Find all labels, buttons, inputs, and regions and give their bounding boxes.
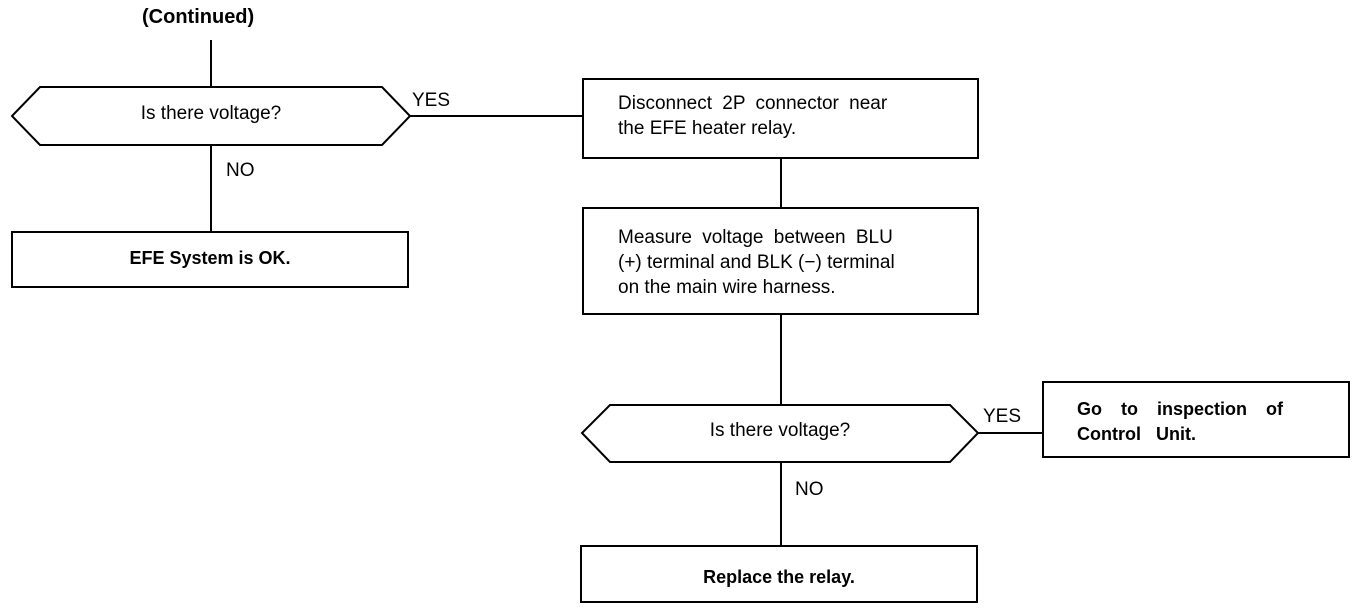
result-ok-box [11,231,409,288]
step-measure-line2: (+) terminal and BLK (−) terminal [618,252,895,273]
decision2-text: Is there voltage? [709,420,851,441]
decision1-shape [10,86,412,146]
step-disconnect-box [582,78,979,159]
result-replace-text: Replace the relay. [703,567,855,587]
step-measure-box [582,207,979,315]
continued-label: (Continued) [142,6,255,28]
step-disconnect-line2: the EFE heater relay. [618,118,797,139]
step-disconnect-text: Disconnect 2P connector near the EFE hea… [618,91,958,141]
step-disconnect-line1: Disconnect 2P connector near [618,93,888,114]
result-control-text: Go to inspection of Control Unit. [1077,397,1337,447]
result-control-line1: Go to inspection of [1077,399,1283,419]
decision1-text: Is there voltage? [140,103,282,124]
result-control-box [1042,381,1350,458]
step-measure-line1: Measure voltage between BLU [618,227,893,248]
result-control-line2: Control Unit. [1077,424,1196,444]
decision2-yes-label: YES [983,406,1022,427]
decision2-shape [580,404,980,463]
step-measure-line3: on the main wire harness. [618,277,836,298]
result-replace-box [580,545,978,603]
result-ok-text: EFE System is OK. [129,248,291,268]
decision1-yes-label: YES [412,90,451,111]
decision1-no-label: NO [226,160,255,181]
decision2-no-label: NO [795,479,824,500]
step-measure-text: Measure voltage between BLU (+) terminal… [618,225,968,300]
